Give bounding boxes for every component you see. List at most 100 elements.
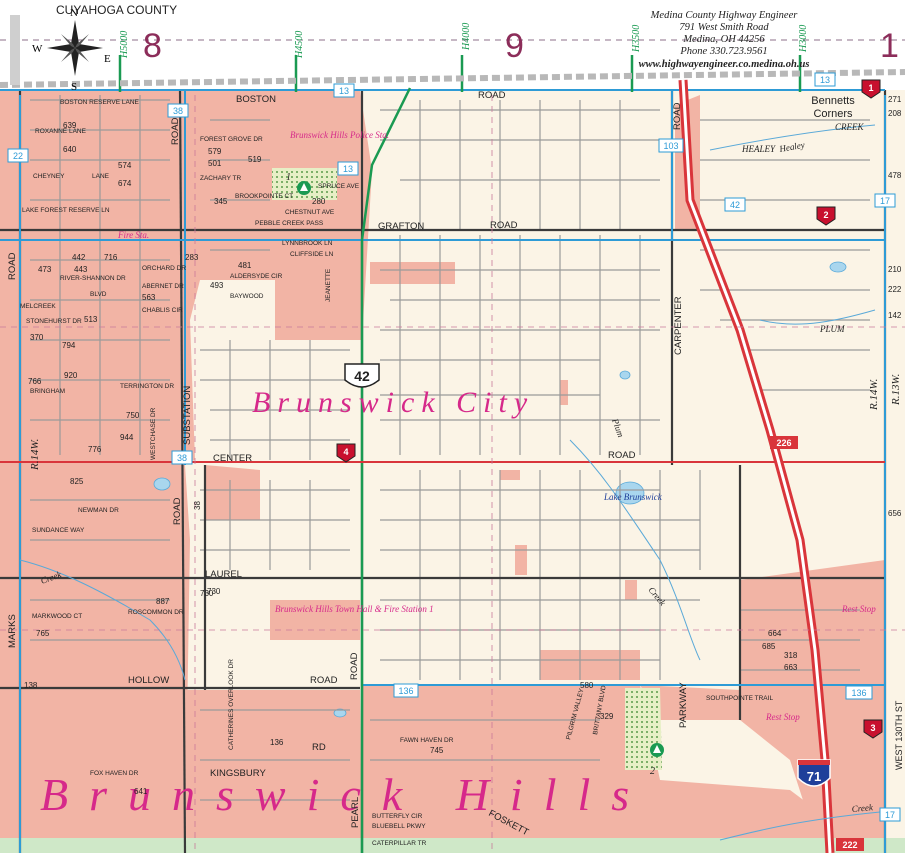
engineer-web[interactable]: www.highwayengineer.co.medina.oh.us [639,59,810,70]
house-number: 776 [88,445,102,454]
street-label: FOX HAVEN DR [90,770,139,777]
us-42-shield: 42 [344,363,380,388]
route-shield-label: 38 [173,106,183,116]
street-label: BROOKPOINTE CT [235,193,293,200]
street-label: ORCHARD DR [142,265,186,272]
edge-number: 210 [888,265,902,274]
street-label: CHEYNEY [33,173,65,180]
route-shield: 136 [845,685,873,700]
engineer-address2: Medina, OH 44256 [682,34,765,45]
edge-number: 222 [888,285,902,294]
road-label-grafton-road: ROAD [490,220,518,231]
route-shield: 13 [814,72,836,87]
street-label: NEWMAN DR [78,507,119,514]
city-blocks [275,262,640,680]
house-number: 580 [580,681,594,690]
grid-code-h4500: H4500 [294,31,305,59]
road-label-pearl: PEARL [350,797,361,828]
route-shield-label: 136 [851,688,866,698]
compass-n: N [70,7,78,19]
street-label: FOREST GROVE DR [200,136,263,143]
road-label-road-vert2: ROAD [170,117,181,145]
street-label: ROSCOMMON DR [128,609,184,616]
page-number-8: 8 [143,27,162,65]
local-streets [30,95,870,801]
edge-numbers: 271 208 478 210 222 142 656 [888,95,902,518]
house-number: 664 [768,629,782,638]
street-label: BUTTERFLY CIR [372,813,423,820]
street-label: CATERPILLAR TR [372,840,427,847]
street-label: TERRINGTON DR [120,383,174,390]
road-label-rd: RD [312,742,326,753]
street-label: BAYWOOD [230,293,264,300]
road-label-center: CENTER [213,453,252,464]
park-number-1: 1 [286,172,291,183]
compass-s: S [71,81,77,93]
road-label-substation: SUBSTATION [182,386,193,445]
street-label: SOUTHPOINTE TRAIL [706,695,773,702]
road-label-road-top-vert: ROAD [672,102,683,130]
engineer-block: Medina County Highway Engineer 791 West … [639,10,810,70]
street-label: RIVER-SHANNON DR [60,275,126,282]
county-label: CUYAHOGA COUNTY [56,3,177,17]
route-shield: 17 [874,193,896,208]
place-labels: Brunswick Hills Police Sta. Brunswick Hi… [117,130,876,722]
state-routes [0,89,886,853]
house-number: 825 [70,477,84,486]
grid-code-h5000: H5000 [119,31,130,59]
street-label: BRINGHAM [30,388,65,395]
house-number: 318 [784,651,798,660]
street-label: SUNDANCE WAY [32,527,85,534]
road-label-road-top: ROAD [478,90,506,101]
route-shield-label: 13 [343,164,353,174]
us-42-label: 42 [354,368,370,384]
house-number: 329 [600,712,614,721]
house-number: 641 [134,787,148,796]
street-label: CATHERINES OVERLOOK DR [228,659,235,750]
road-label-grafton: GRAFTON [378,221,424,232]
house-number: 519 [248,155,262,164]
route-shield-label: 38 [177,453,187,463]
road-label-hollow: HOLLOW [128,675,169,686]
route-shields: 13 13 13 38 38 22 103 42 17 17 136 136 [7,72,901,822]
house-number: 730 [207,587,221,596]
route-shield: 13 [333,83,355,98]
road-label-parkway: PARKWAY [678,682,689,728]
us-42-route [360,87,412,853]
grid-code-h4000: H4000 [461,23,472,51]
bottom-strip [0,838,905,853]
street-labels: BOSTON RESERVE LANE ROXANNE LANE FOREST … [20,99,864,847]
range-label-13w: R.13W. [890,374,902,406]
engineer-title: Medina County Highway Engineer [650,10,799,21]
grid-code-h3000: H3000 [798,25,809,53]
marker-label: 2 [823,210,828,220]
road-label-kingsbury: KINGSBURY [210,768,266,779]
header-band [0,0,905,90]
road-label-laurel: LAUREL [205,569,242,580]
street-label: CREEK [835,122,864,132]
route-shield-label: 22 [13,151,23,161]
range-label-left: R.14W. [29,439,41,471]
road-label-road-vert: ROAD [7,252,18,280]
street-label: JEANETTE [325,268,332,302]
tree-icon [297,181,664,757]
house-number: 493 [210,281,224,290]
house-number: 473 [38,265,52,274]
house-number: 370 [30,333,44,342]
brunswick-city-label: Brunswick City [252,386,534,419]
page-number-1: 1 [880,27,899,65]
route-shield: 103 [658,138,684,153]
creeks [19,124,881,841]
street-label: ROXANNE LANE [35,128,87,135]
marker-3: 3 [863,719,883,739]
house-number: 920 [64,371,78,380]
route-shield-label: 13 [820,75,830,85]
creek-label: Healey [778,140,806,154]
marker-label: 3 [870,723,875,733]
route-shield: 22 [7,148,29,163]
house-number: 442 [72,253,86,262]
house-number: 765 [36,629,50,638]
street-label: BOSTON RESERVE LANE [60,99,140,106]
